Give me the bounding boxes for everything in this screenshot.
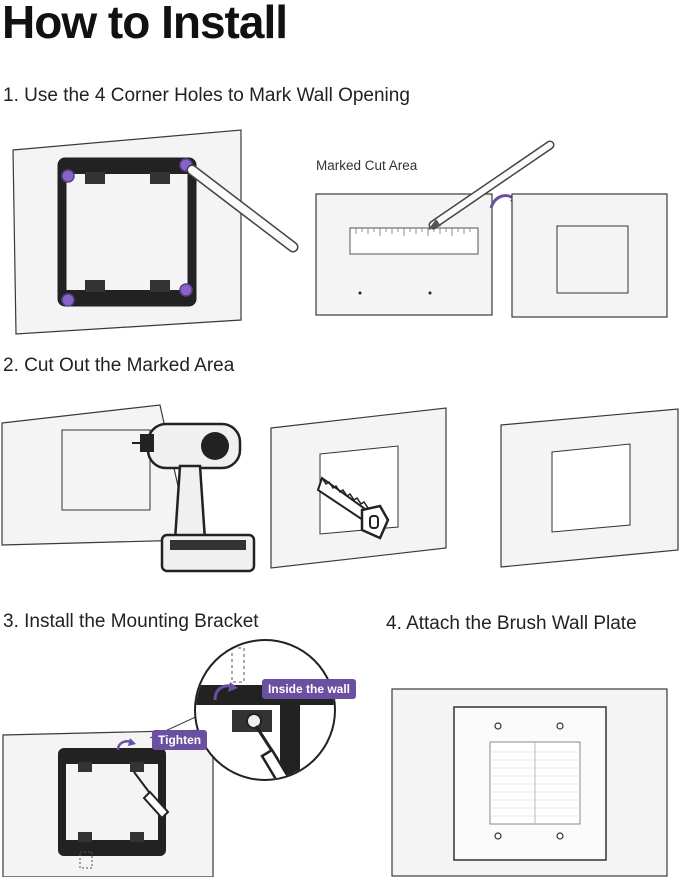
pencil-icon bbox=[428, 140, 555, 230]
page-title: How to Install bbox=[2, 0, 288, 48]
step-1-label: 1. Use the 4 Corner Holes to Mark Wall O… bbox=[3, 85, 410, 106]
drill-icon bbox=[132, 422, 256, 573]
zoom-circle bbox=[194, 639, 336, 781]
arrow-icon bbox=[116, 738, 136, 751]
pencil-icon bbox=[186, 164, 299, 253]
screwdriver-icon bbox=[133, 771, 170, 820]
ruler-icon bbox=[349, 227, 479, 255]
step-4-label: 4. Attach the Brush Wall Plate bbox=[386, 613, 637, 634]
saw-icon bbox=[316, 476, 390, 540]
step-2-label: 2. Cut Out the Marked Area bbox=[3, 355, 235, 376]
inside-the-wall-tag: Inside the wall bbox=[262, 679, 357, 699]
step-2-result-panel bbox=[500, 408, 679, 568]
tighten-tag: Tighten bbox=[152, 730, 208, 750]
step-3-label: 3. Install the Mounting Bracket bbox=[3, 611, 259, 632]
step-2-saw-panel bbox=[270, 407, 447, 569]
step-1-result-panel bbox=[511, 193, 668, 318]
wall-plate-icon bbox=[453, 706, 607, 861]
marked-cut-area-label: Marked Cut Area bbox=[316, 158, 418, 173]
bracket-icon bbox=[58, 748, 166, 869]
bracket-icon bbox=[57, 157, 197, 307]
